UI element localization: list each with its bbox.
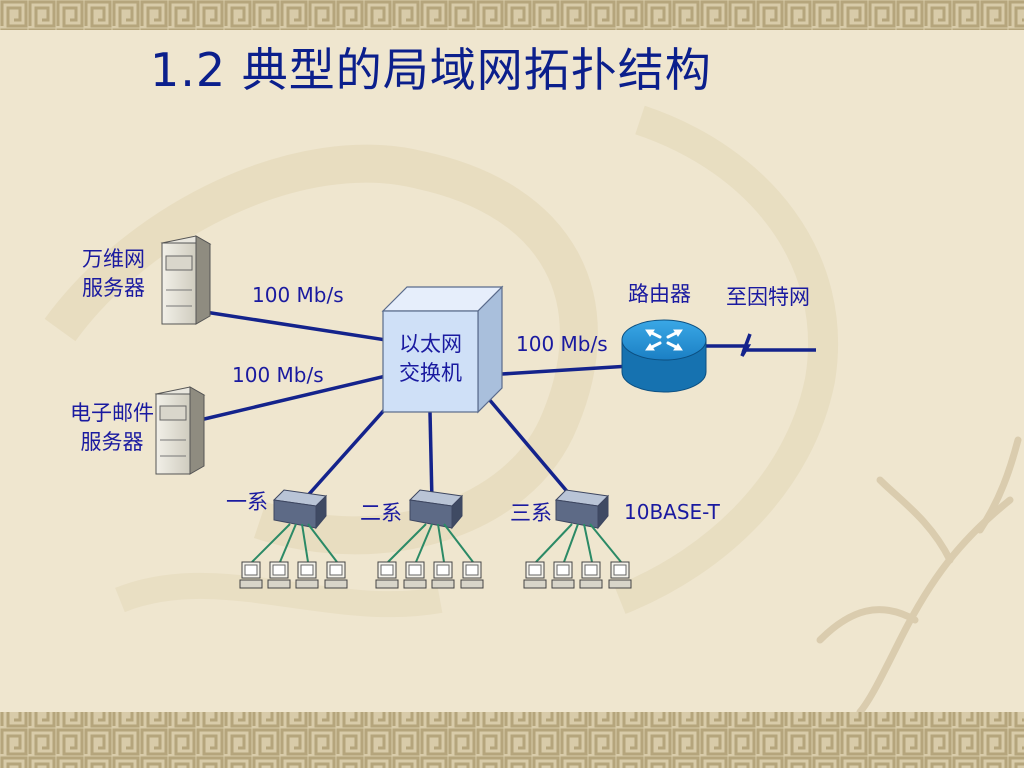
pc-icon-row	[239, 561, 348, 589]
hub-group-2	[375, 489, 484, 589]
link-mail-switch	[199, 374, 387, 422]
link-switch-hub2	[428, 411, 434, 503]
web-server-label-line2: 服务器	[82, 276, 145, 300]
link-switch-router	[501, 364, 631, 376]
speed-label-router: 100 Mb/s	[516, 332, 608, 356]
hub1-label: 一系	[226, 490, 268, 514]
page-title: 1.2 典型的局域网拓扑结构	[150, 43, 712, 97]
links	[199, 310, 816, 504]
hub-group-1	[239, 489, 348, 589]
hub-wires	[535, 523, 622, 563]
hub-icon	[272, 489, 328, 530]
web-server-label-line1: 万维网	[82, 247, 145, 271]
hub3-label: 三系	[510, 501, 552, 525]
link-internet	[706, 333, 816, 357]
hub2-label: 二系	[360, 501, 402, 525]
switch-label-line2: 交换机	[399, 361, 462, 385]
plum-branch	[816, 436, 1022, 716]
hub-wires	[387, 523, 474, 563]
router-label: 路由器	[628, 282, 691, 306]
link-web-switch	[204, 310, 387, 342]
hub-icon	[554, 489, 610, 530]
bottom-border	[0, 712, 1024, 768]
link-switch-hub1	[300, 406, 388, 504]
switch-label: 以太网 交换机	[383, 330, 478, 388]
mail-server-label-line1: 电子邮件	[70, 401, 154, 425]
speed-label-web: 100 Mb/s	[252, 283, 344, 307]
hub-group-3	[523, 489, 632, 589]
mail-server-label: 电子邮件 服务器	[56, 399, 168, 457]
mail-server-icon	[154, 386, 206, 475]
speed-label-mail: 100 Mb/s	[232, 363, 324, 387]
web-server-icon	[160, 235, 212, 325]
web-server-label: 万维网 服务器	[82, 245, 145, 303]
top-border	[0, 0, 1024, 30]
pc-icon-row	[375, 561, 484, 589]
ethernet-switch-icon	[381, 285, 504, 414]
internet-label: 至因特网	[726, 285, 810, 309]
mail-server-label-line2: 服务器	[80, 430, 144, 454]
link-switch-hub3	[486, 396, 578, 504]
hub-wires	[251, 523, 338, 563]
hub-type-label: 10BASE-T	[624, 500, 720, 524]
pc-icon-row	[523, 561, 632, 589]
switch-label-line1: 以太网	[399, 332, 462, 356]
router-icon	[621, 319, 707, 393]
hub-icon	[408, 489, 464, 530]
